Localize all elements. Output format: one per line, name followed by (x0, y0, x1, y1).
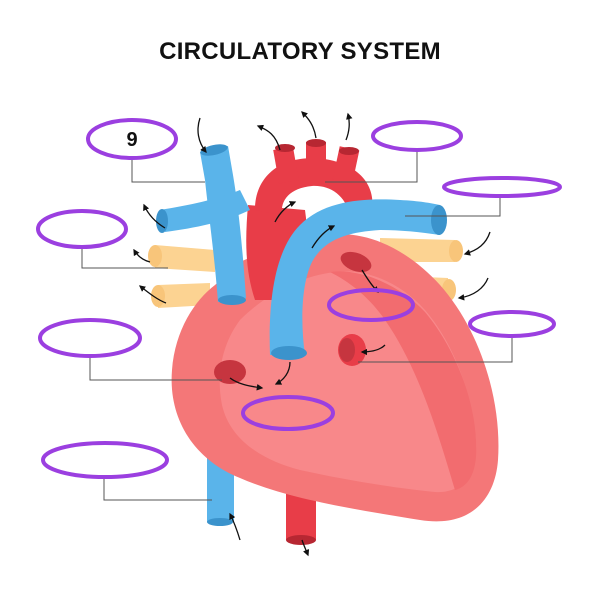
flow-arrow-aortic-inner (274, 201, 297, 223)
brachiocephalic-vein-opening (156, 209, 168, 233)
aortic-branch-3 (332, 146, 360, 184)
leader-line-2 (325, 150, 418, 183)
label-1-text: 9 (126, 129, 137, 151)
leader-line-4 (81, 247, 168, 269)
inferior-vena-cava-opening (207, 518, 233, 526)
label-ring-3[interactable] (442, 176, 562, 198)
pulmonary-vein-left-upper-opening (148, 245, 162, 267)
pulmonary-artery-right-opening (431, 205, 447, 235)
leader-line-7 (89, 357, 222, 381)
diagram-title: CIRCULATORY SYSTEM (159, 38, 441, 65)
flow-arrow-pulm-valve (274, 361, 291, 385)
flow-arrow-pulm-right-2 (457, 277, 489, 301)
superior-vena-cava-bottom-opening (218, 295, 246, 305)
label-ring-7[interactable] (38, 318, 142, 358)
flow-arrow-ivc (229, 512, 241, 541)
flow-arrow-aorta-out-3 (345, 112, 353, 141)
label-ring-4[interactable] (36, 209, 128, 249)
pulmonary-vein-left-lower (158, 283, 210, 308)
flow-arrow-aorta-out-2 (301, 111, 317, 139)
flow-arrow-desc-aorta (301, 539, 310, 557)
flow-arrow-aortic-valve (360, 344, 386, 356)
label-ring-1[interactable] (86, 118, 178, 160)
leader-line-3 (405, 196, 501, 217)
aortic-branch-3-opening (339, 147, 359, 155)
flow-arrow-svc-in (197, 117, 207, 154)
aortic-branch-1 (273, 146, 299, 184)
pulmonary-artery (269, 199, 440, 355)
leader-line-6 (358, 336, 513, 363)
aortic-branch-2-opening (306, 139, 326, 147)
flow-arrow-pulm-left-2 (138, 285, 167, 304)
right-ventricle-shade (330, 271, 477, 490)
flow-arrow-tricuspid (229, 377, 264, 391)
pulmonary-artery-bottom-opening (271, 346, 307, 360)
superior-vena-cava-top-opening (200, 144, 228, 156)
mitral-opening (340, 251, 372, 273)
label-ring-6[interactable] (468, 310, 556, 338)
descending-aorta-opening (286, 535, 316, 545)
pulmonary-vein-left-upper (155, 245, 215, 272)
tricuspid-opening (214, 360, 246, 384)
flow-arrow-pulm-right-1 (463, 231, 491, 256)
flow-arrow-aorta-out-1 (256, 124, 281, 151)
pulmonary-vein-right-upper-opening (449, 240, 463, 262)
label-ring-2[interactable] (371, 120, 463, 152)
aortic-branch-2 (306, 142, 326, 178)
flow-arrow-pulm-inner (311, 225, 336, 249)
leader-line-1 (131, 158, 205, 183)
label-ring-8[interactable] (241, 395, 335, 431)
label-ring-5[interactable] (327, 288, 415, 322)
superior-vena-cava (200, 146, 246, 302)
flow-arrow-pulm-left-1 (133, 248, 151, 263)
flow-arrow-brachio (143, 203, 166, 229)
brachiocephalic-vein (160, 190, 250, 232)
label-ring-9[interactable] (41, 441, 169, 479)
leader-line-9 (103, 476, 212, 501)
aortic-valve-inner (339, 338, 355, 362)
